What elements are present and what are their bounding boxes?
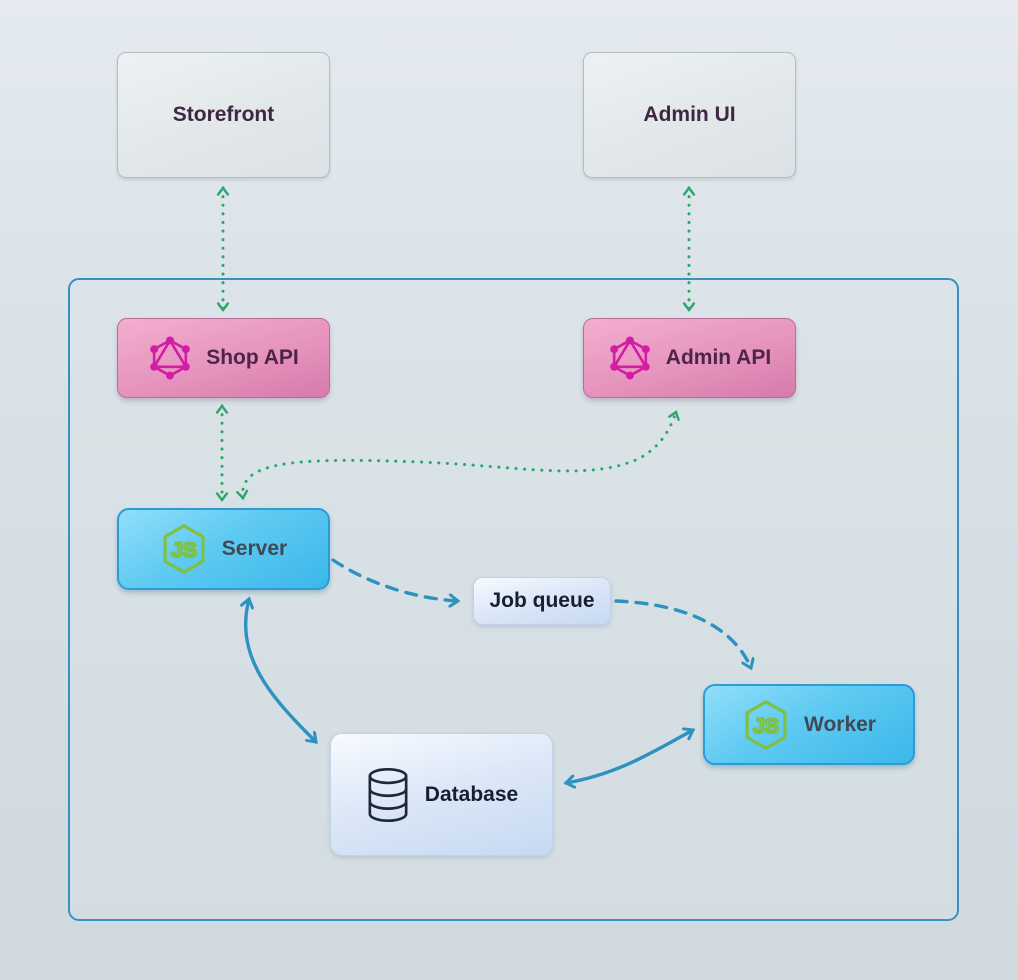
worker-label: Worker	[804, 712, 876, 736]
admin-api-label: Admin API	[665, 346, 772, 369]
node-shop-api: Shop API	[117, 318, 330, 398]
database-icon	[365, 767, 411, 823]
svg-text:JS: JS	[753, 715, 779, 738]
server-label: Server	[221, 537, 288, 560]
node-server: JS Server	[117, 508, 330, 590]
storefront-label: Storefront	[172, 103, 275, 126]
node-admin-ui: Admin UI	[583, 52, 796, 178]
node-job-queue: Job queue	[473, 577, 611, 625]
node-worker: JS Worker	[703, 684, 915, 765]
node-database: Database	[330, 733, 553, 856]
shop-api-label: Shop API	[206, 346, 299, 369]
admin-ui-label: Admin UI	[643, 103, 736, 126]
svg-text:JS: JS	[171, 539, 197, 562]
job-queue-label: Job queue	[489, 589, 595, 612]
database-label: Database	[424, 782, 519, 806]
node-storefront: Storefront	[117, 52, 330, 178]
nodejs-icon: JS	[160, 523, 208, 575]
graphql-icon	[148, 336, 192, 380]
graphql-icon	[608, 336, 652, 380]
node-admin-api: Admin API	[583, 318, 796, 398]
nodejs-icon: JS	[742, 699, 790, 751]
